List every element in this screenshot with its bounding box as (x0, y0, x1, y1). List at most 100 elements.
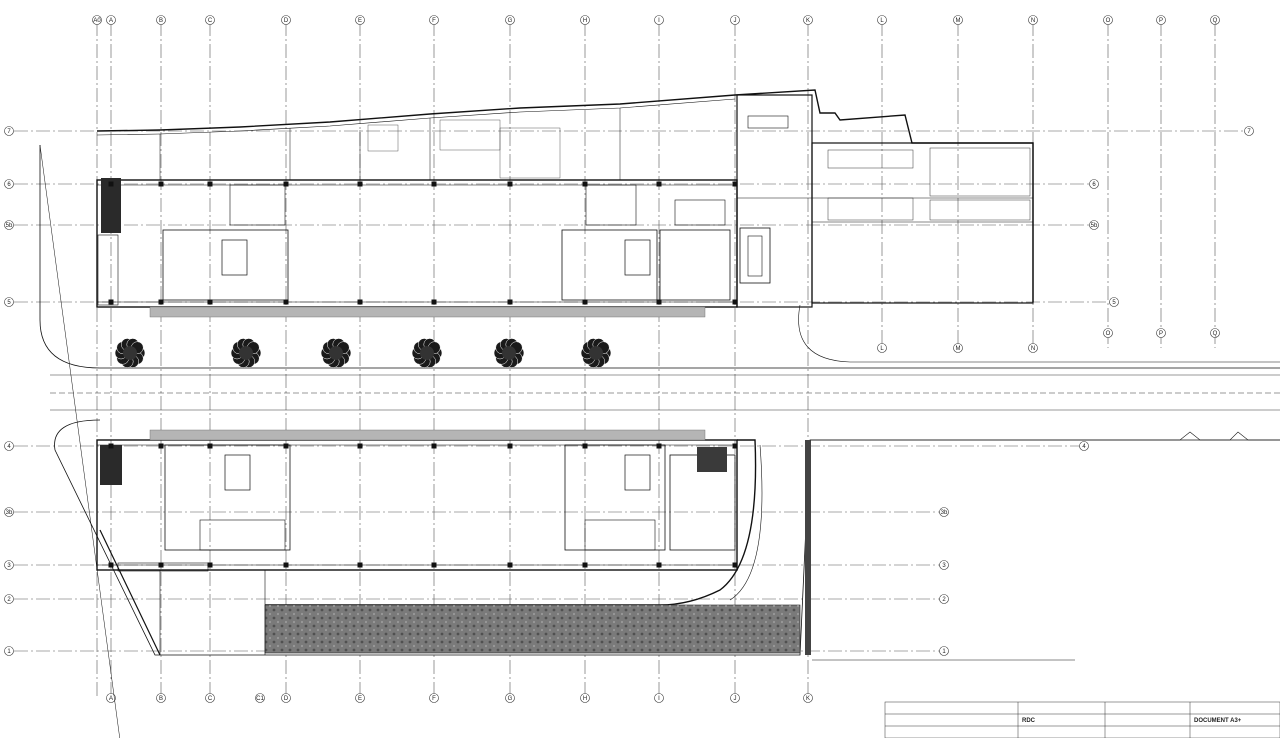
grid-bubble-label: L (880, 18, 884, 24)
grid-bubble-label: F (432, 696, 436, 702)
grid-bubble-label: Q (1213, 331, 1218, 337)
street-trees (114, 338, 612, 368)
grid-bubble-circle (1089, 179, 1099, 189)
grid-bubble: L (877, 15, 887, 25)
grid-bubble-label: 2 (7, 597, 11, 603)
grid-bubble-circle (1028, 343, 1038, 353)
grid-bubble-label: B (159, 696, 163, 702)
column (283, 562, 289, 568)
grid-bubble: B (156, 15, 166, 25)
lower-east-column-strip (805, 440, 811, 655)
upper-main-hall (96, 179, 738, 308)
structural-columns (108, 181, 738, 568)
upper-north-facade (96, 89, 1034, 302)
grid-bubble-circle (877, 343, 887, 353)
column (283, 443, 289, 449)
column (158, 562, 164, 568)
column (431, 562, 437, 568)
lower-east-dark-block (697, 447, 727, 472)
grid-bubble-circle (4, 297, 14, 307)
tree-icon (320, 338, 352, 368)
tree-icon (580, 338, 612, 368)
grid-bubble-circle (1156, 328, 1166, 338)
grid-bubble-label: N (1031, 18, 1035, 24)
grid-bubble-circle (953, 343, 963, 353)
grid-bubble-circle (205, 15, 215, 25)
column (158, 443, 164, 449)
grid-bubble-circle (1210, 15, 1220, 25)
grid-bubble-label: 3b (6, 510, 13, 516)
grid-bubble: J (730, 693, 740, 703)
title-block-level: RDC (1022, 718, 1036, 724)
grid-bubble-label: 1 (942, 649, 946, 655)
grid-bubble-circle (92, 15, 102, 25)
grid-bubble: F (429, 693, 439, 703)
column (656, 181, 662, 187)
grid-bubble-circle (654, 15, 664, 25)
grid-bubble-label: O (1106, 18, 1111, 24)
grid-bubble: 5 (1109, 297, 1119, 307)
grid-bubble: 7 (4, 126, 14, 136)
grid-bubble-label: I (658, 696, 660, 702)
grid-bubble-circle (1156, 15, 1166, 25)
grid-bubble-label: E (358, 18, 362, 24)
grid-bubble-label: 2 (942, 597, 946, 603)
grid-bubble: 6 (1089, 179, 1099, 189)
grid-bubble-circle (4, 646, 14, 656)
column (108, 562, 114, 568)
column (357, 562, 363, 568)
upper-lift-middle (624, 239, 651, 276)
column (507, 443, 513, 449)
grid-bubble-circle (730, 15, 740, 25)
grid-bubble-circle (429, 693, 439, 703)
grid-bubble-label: 3 (7, 563, 11, 569)
grid-bubble: D (281, 15, 291, 25)
grid-bubble: P (1156, 328, 1166, 338)
grid-bubble: 3b (4, 507, 14, 517)
grid-bubble-label: 6 (7, 182, 11, 188)
grid-bubble-circle (939, 594, 949, 604)
column (582, 443, 588, 449)
upper-east-annex (811, 142, 1034, 304)
grid-bubble: 1 (939, 646, 949, 656)
grid-bubble-label: D (284, 18, 289, 24)
structural-grid (14, 22, 1245, 698)
grid-bubble: F (429, 15, 439, 25)
grid-bubble-label: H (583, 18, 587, 24)
grid-bubble-circle (1079, 441, 1089, 451)
grid-bubble-label: 6 (1092, 182, 1096, 188)
grid-bubble: O (1103, 15, 1113, 25)
grid-bubble-circle (4, 560, 14, 570)
grid-bubble-circle (355, 693, 365, 703)
grid-bubble: N (1028, 15, 1038, 25)
column (732, 443, 738, 449)
grid-bubble-label: 1 (7, 649, 11, 655)
grid-bubble-label: 5 (7, 300, 11, 306)
column (582, 299, 588, 305)
grid-bubble: N (1028, 343, 1038, 353)
upper-core-west (162, 229, 289, 301)
column (507, 299, 513, 305)
grid-bubble: M (953, 15, 963, 25)
grid-bubble-label: L (880, 346, 884, 352)
grid-bubble-circle (429, 15, 439, 25)
grid-bubble-label: O (1106, 331, 1111, 337)
grid-bubble: 2 (4, 594, 14, 604)
grid-bubble-circle (1103, 328, 1113, 338)
grid-bubble-circle (4, 507, 14, 517)
grid-bubble: E (355, 15, 365, 25)
grid-bubble-label: C (208, 696, 213, 702)
grid-bubble: C (205, 693, 215, 703)
upper-site-curve-east (798, 304, 1280, 363)
grid-bubble-label: K (806, 18, 810, 24)
grid-bubble: A (106, 693, 116, 703)
grid-bubble-circle (255, 693, 265, 703)
grid-bubble-label: 7 (1247, 129, 1251, 135)
grid-bubble: B (156, 693, 166, 703)
upper-south-gallery (149, 306, 706, 318)
grid-bubble-circle (730, 693, 740, 703)
column (357, 299, 363, 305)
east-stair-hatch (827, 147, 1031, 221)
